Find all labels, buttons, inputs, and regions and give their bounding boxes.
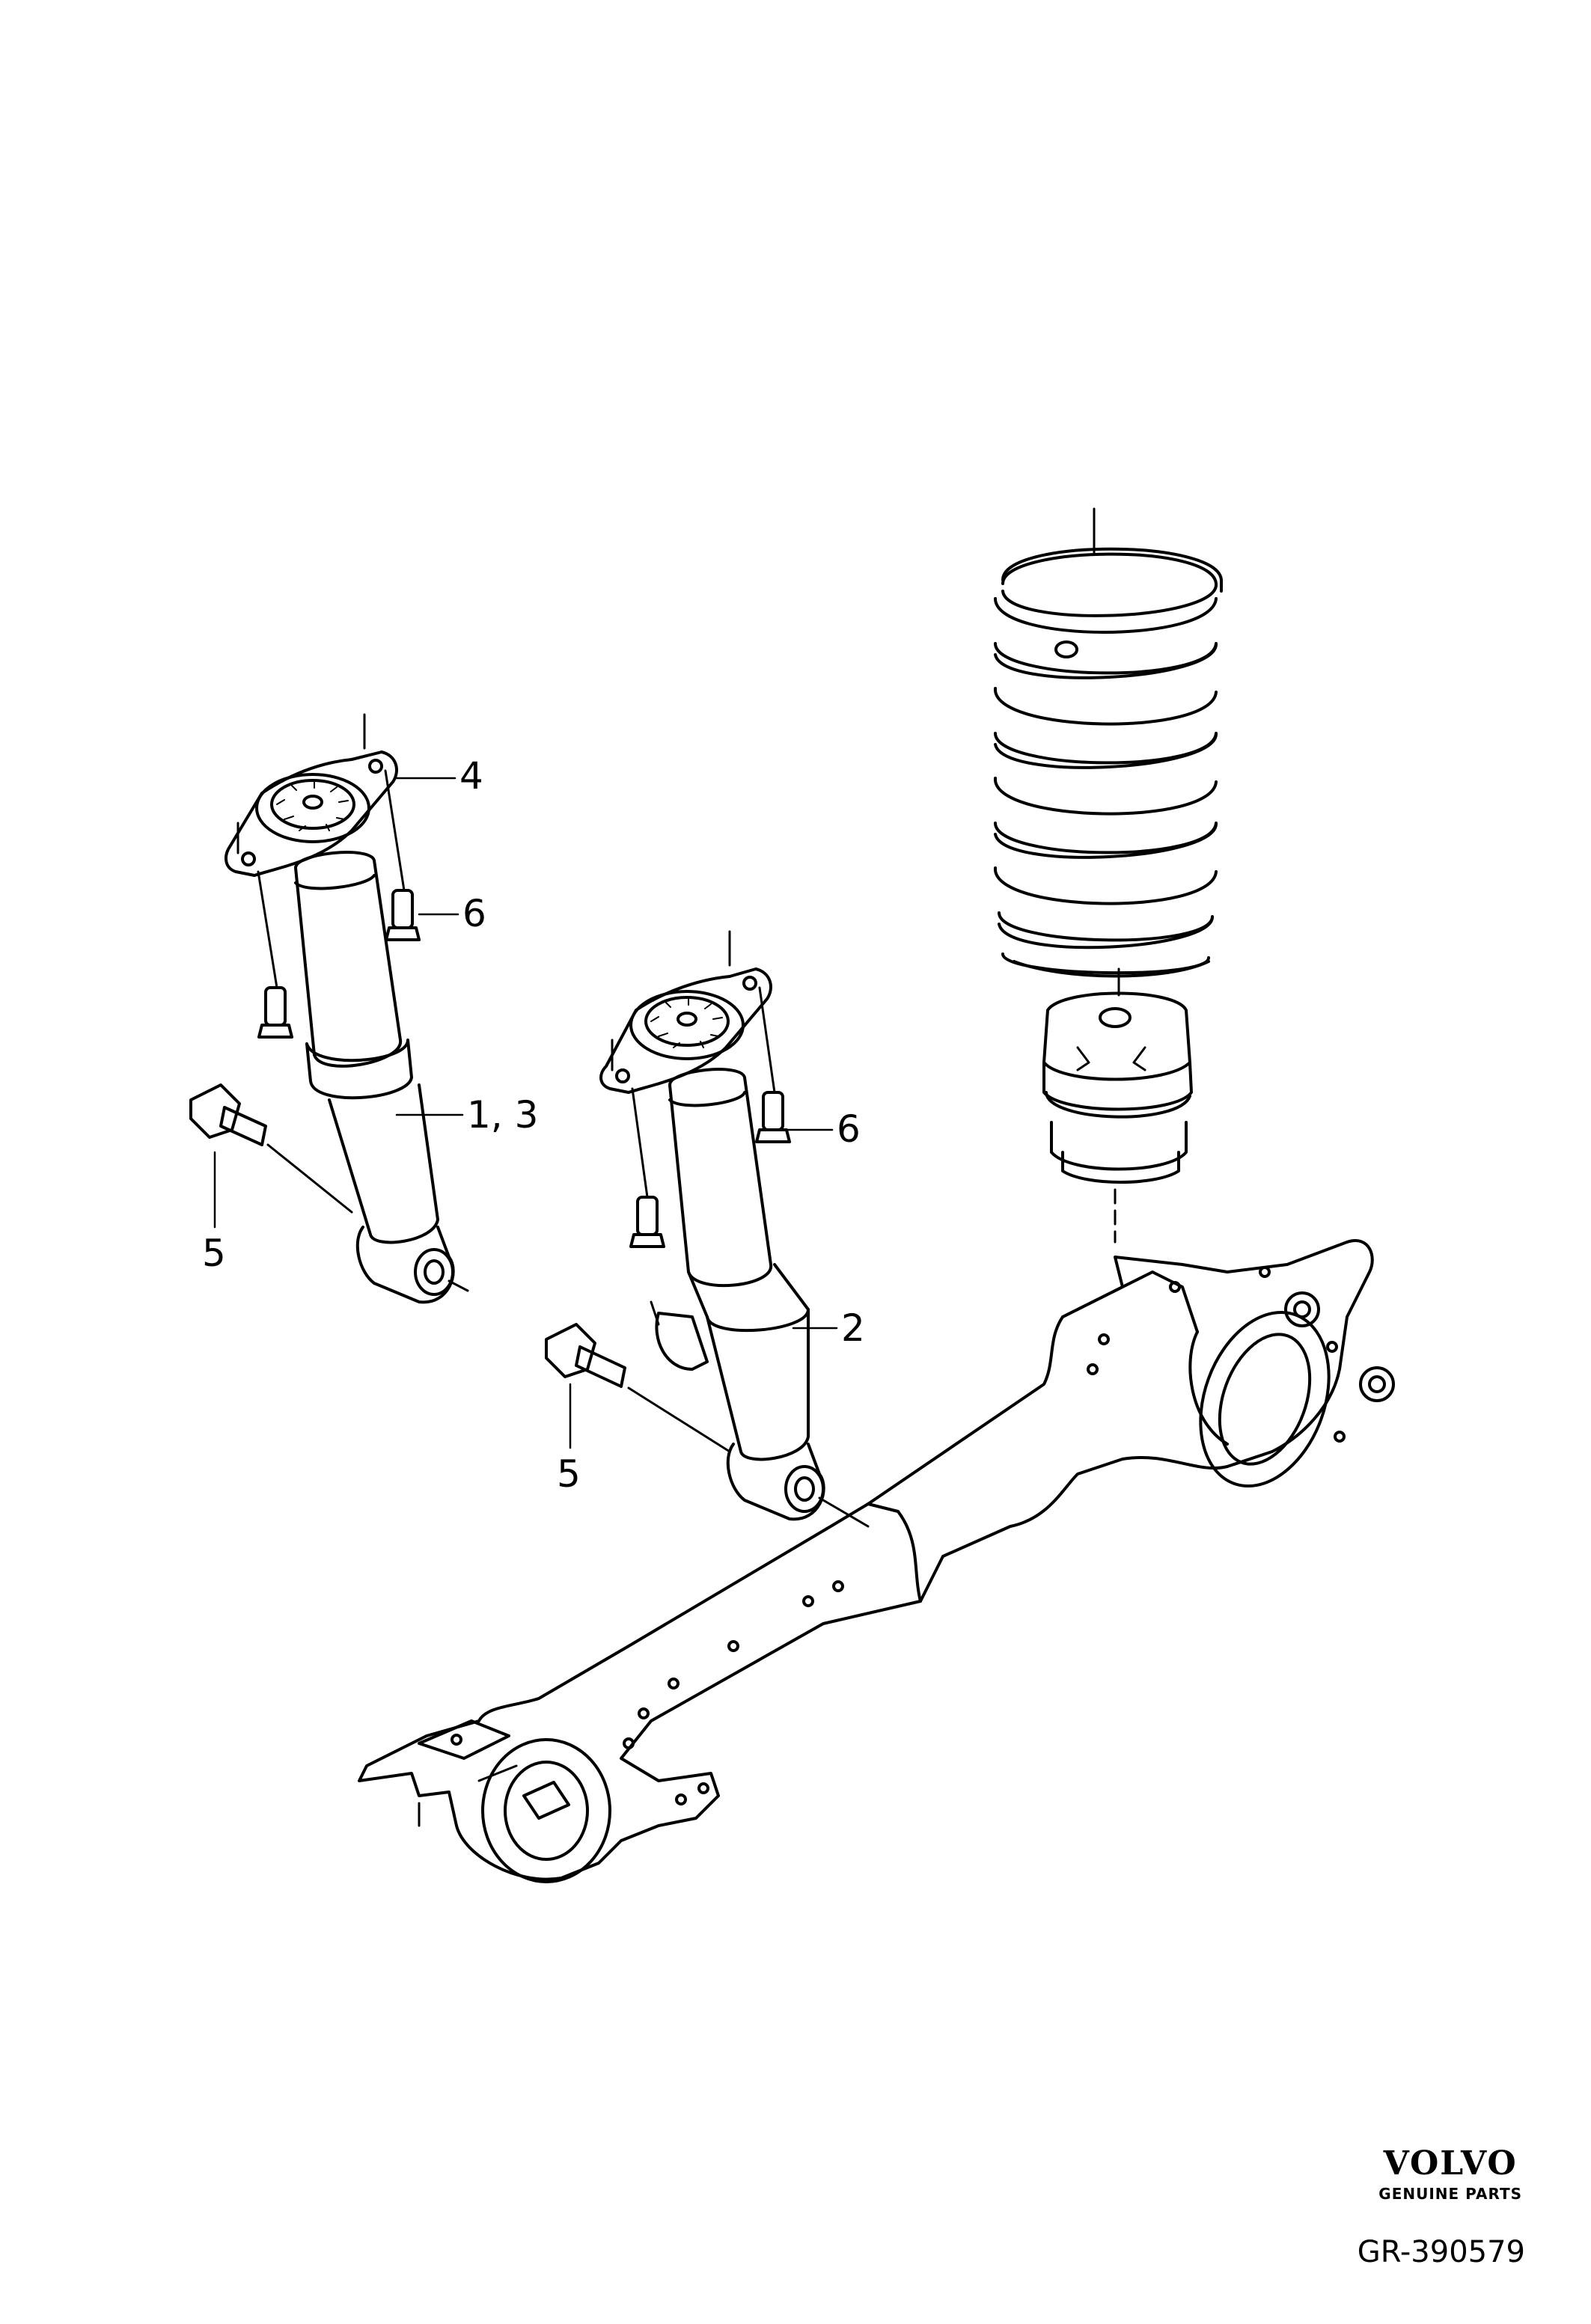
bolt-6-left-lower [257,870,293,1039]
coil-spring [993,507,1223,978]
callout-6-right: 6 [837,1107,861,1151]
callout-2: 2 [841,1306,865,1350]
brand-name: VOLVO [1383,2144,1518,2183]
diagram-reference: GR-390579 [1357,2235,1525,2269]
bolt-6-left-upper [384,769,421,941]
callout-1-3: 1, 3 [467,1093,539,1137]
leader-lines [213,777,838,1449]
brand-tagline: GENUINE PARTS [1378,2185,1522,2203]
shock-absorber-right [650,1068,870,1528]
callout-5-left: 5 [202,1232,226,1275]
callout-6-left: 6 [462,892,486,935]
bolt-6-right-lower [629,1087,665,1248]
callout-4: 4 [459,754,483,798]
shock-absorber-left [294,851,469,1304]
callout-5-right: 5 [557,1452,581,1496]
strut-mount-right [599,930,772,1094]
bump-stop [1042,967,1193,1244]
brand-logo: VOLVO GENUINE PARTS [1378,2144,1522,2204]
rear-axle-beam [358,1239,1395,1883]
strut-mount-left [225,713,398,877]
bolt-6-right-upper [755,986,791,1143]
bolt-5-left [189,1083,353,1214]
bolt-5-right [545,1323,731,1453]
